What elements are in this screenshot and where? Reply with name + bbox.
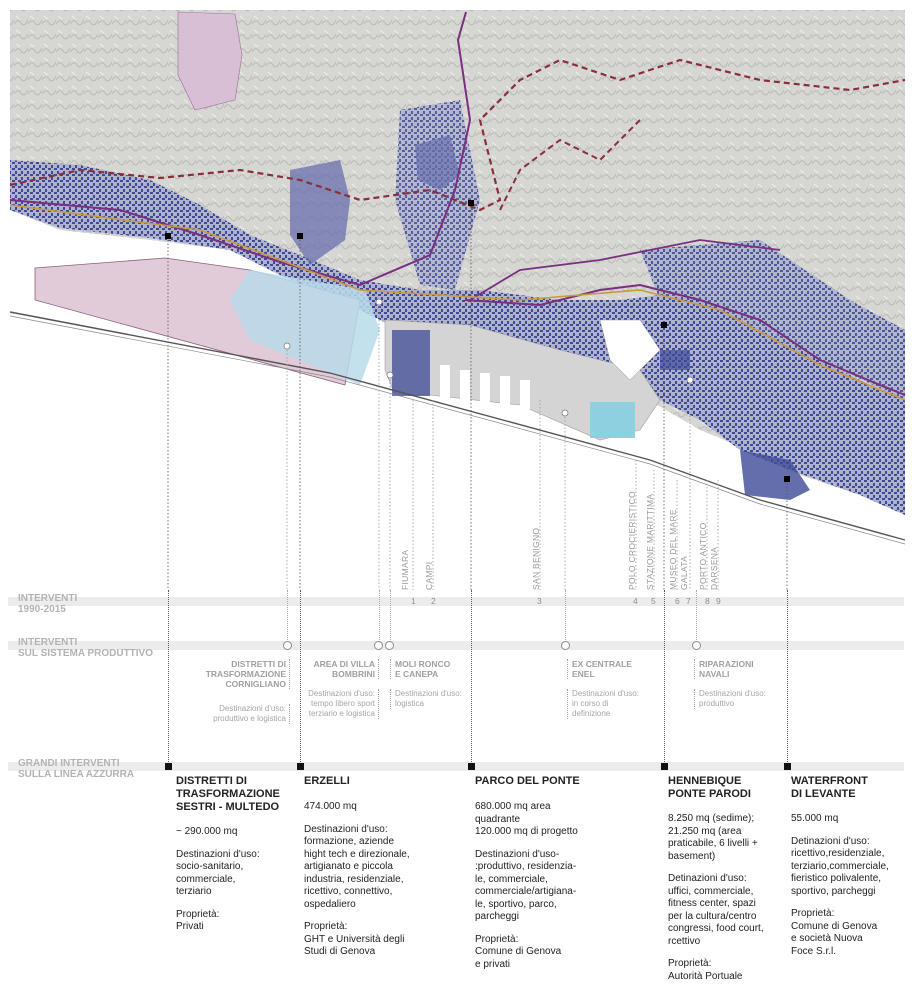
band-produttivo bbox=[8, 641, 904, 650]
place-number: 7 bbox=[686, 596, 691, 606]
marker-riparazioni bbox=[692, 641, 701, 650]
port-piers bbox=[440, 365, 530, 414]
coastal-road bbox=[9, 204, 906, 401]
levante-urban bbox=[640, 240, 905, 400]
place-number: 2 bbox=[431, 596, 436, 606]
map: FIUMARA CAMPI SAN BENIGNO POLO CROCIERIS… bbox=[9, 10, 906, 590]
marker-square bbox=[661, 763, 668, 770]
railway bbox=[9, 11, 472, 287]
intervention-markers bbox=[165, 200, 790, 482]
label-fiumara: FIUMARA bbox=[400, 549, 410, 590]
label-darsena: DARSENA bbox=[709, 546, 719, 590]
place-number: 9 bbox=[716, 596, 721, 606]
label-porto-antico: PORTO ANTICO bbox=[698, 522, 708, 590]
marker-square bbox=[297, 763, 304, 770]
levante-basin bbox=[740, 450, 810, 500]
band-interventi bbox=[8, 597, 904, 606]
marker-square bbox=[165, 763, 172, 770]
pink-park bbox=[177, 11, 243, 111]
marker-enel bbox=[561, 641, 570, 650]
marker-square bbox=[784, 763, 791, 770]
valley-blue bbox=[415, 135, 460, 190]
label-galata: GALATA bbox=[679, 555, 689, 590]
place-number: 8 bbox=[705, 596, 710, 606]
marker-bombrini bbox=[374, 641, 383, 650]
place-number: 5 bbox=[651, 596, 656, 606]
label-polo-crocieristico: POLO CROCIERISTICO bbox=[627, 491, 637, 590]
cornigliano-area bbox=[230, 270, 380, 385]
place-number: 1 bbox=[411, 596, 416, 606]
boundary-line bbox=[9, 58, 906, 212]
enel-basin bbox=[590, 402, 635, 438]
label-san-benigno: SAN BENIGNO bbox=[531, 527, 541, 590]
place-number: 3 bbox=[537, 596, 542, 606]
genoa-coastline-map bbox=[9, 10, 906, 590]
marker-cornigliano bbox=[283, 641, 292, 650]
label-stazione-marittima: STAZIONE MARITTIMA bbox=[645, 493, 655, 590]
place-number: 6 bbox=[675, 596, 680, 606]
band-linea-azzurra bbox=[8, 762, 904, 771]
label-museo-del-mare: MUSEO DEL MARE bbox=[668, 509, 678, 590]
breakwater bbox=[9, 311, 906, 541]
marker-square bbox=[468, 763, 475, 770]
erzelli-area bbox=[290, 160, 350, 265]
place-number: 4 bbox=[633, 596, 638, 606]
marker-moli-ronco bbox=[385, 641, 394, 650]
label-campi: CAMPI bbox=[424, 561, 434, 590]
